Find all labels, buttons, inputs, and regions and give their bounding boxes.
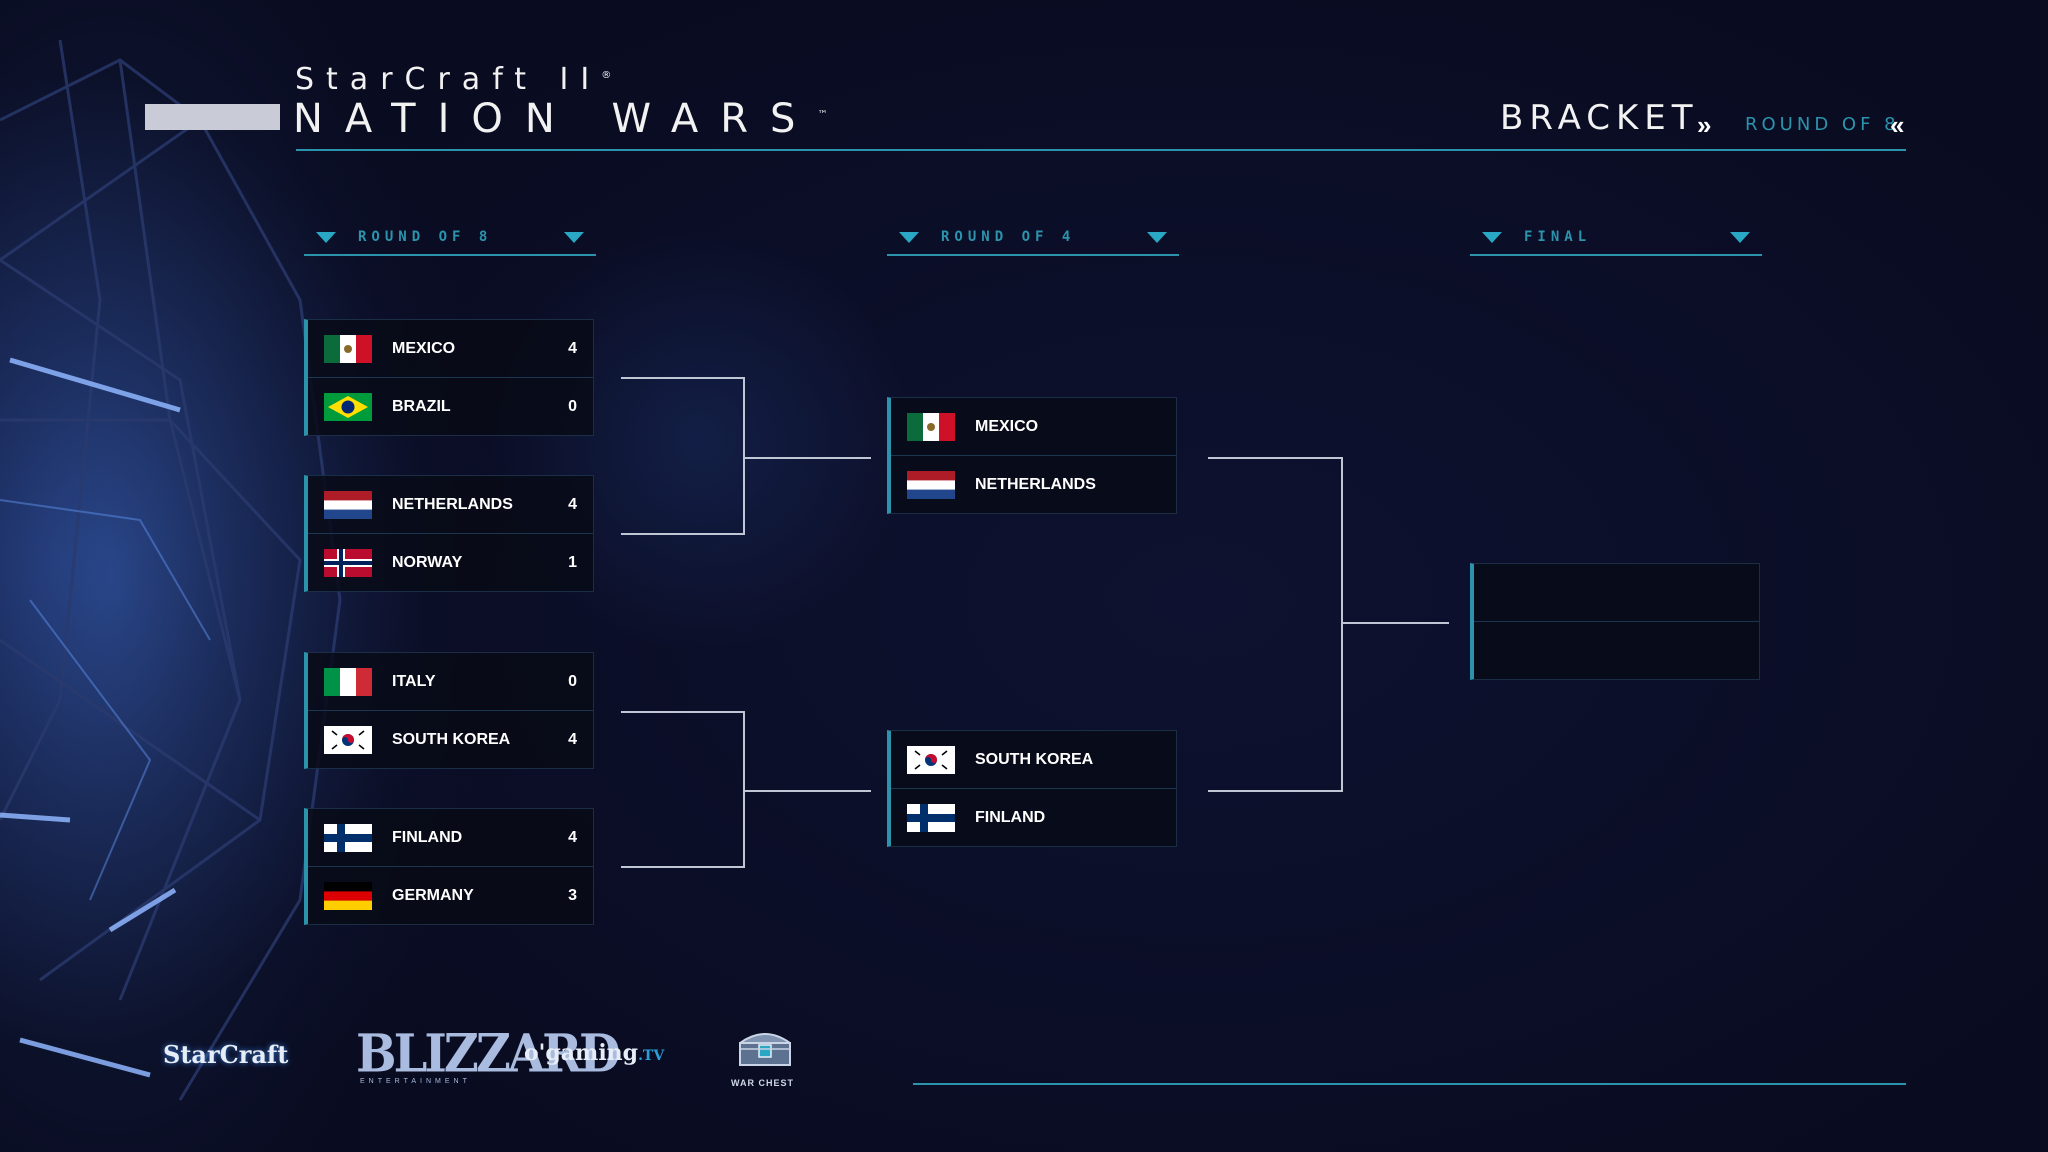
match-team-row: GERMANY 3 bbox=[308, 867, 593, 925]
match-round-of-8-1[interactable]: MEXICO 4 BRAZIL 0 bbox=[304, 319, 594, 436]
bracket-connector bbox=[1341, 457, 1343, 792]
team-name: SOUTH KOREA bbox=[975, 751, 1094, 768]
team-name: NORWAY bbox=[392, 554, 463, 571]
game-title: StarCraft II® bbox=[295, 62, 612, 97]
match-team-row: FINLAND bbox=[891, 789, 1176, 847]
event-title: NATION WARS™ bbox=[293, 96, 828, 142]
match-team-row bbox=[1474, 564, 1759, 622]
bracket-connector bbox=[621, 533, 744, 535]
bracket-connector bbox=[743, 377, 745, 535]
match-round-of-8-4[interactable]: FINLAND 4 GERMANY 3 bbox=[304, 808, 594, 925]
bracket-connector bbox=[621, 866, 744, 868]
flag-netherlands-icon bbox=[907, 471, 955, 499]
match-round-of-4-2[interactable]: SOUTH KOREA FINLAND bbox=[887, 730, 1177, 847]
team-name: FINLAND bbox=[975, 809, 1046, 826]
match-team-row: BRAZIL 0 bbox=[308, 378, 593, 436]
bracket-connector bbox=[743, 711, 745, 868]
blizzard-logo: BLIZZARD bbox=[356, 1023, 621, 1085]
match-round-of-4-1[interactable]: MEXICO NETHERLANDS bbox=[887, 397, 1177, 514]
triangle-down-icon bbox=[1147, 232, 1167, 243]
triangle-down-icon bbox=[564, 232, 584, 243]
team-score: 4 bbox=[568, 731, 577, 748]
section-title: BRACKET bbox=[1500, 98, 1699, 138]
flag-finland-icon bbox=[324, 824, 372, 852]
flag-italy-icon bbox=[324, 668, 372, 696]
title-accent-bar bbox=[145, 104, 280, 130]
team-score: 4 bbox=[568, 496, 577, 513]
column-header-label: ROUND OF 8 bbox=[358, 229, 493, 245]
chevron-right-icon: » bbox=[1697, 110, 1712, 140]
match-team-row: NORWAY 1 bbox=[308, 534, 593, 592]
bracket-connector bbox=[621, 711, 744, 713]
team-score: 4 bbox=[568, 829, 577, 846]
bracket-connector bbox=[743, 457, 871, 459]
column-header-round-of-4[interactable]: ROUND OF 4 bbox=[887, 220, 1179, 256]
match-team-row: MEXICO bbox=[891, 398, 1176, 456]
team-score: 4 bbox=[568, 340, 577, 357]
flag-south-korea-icon bbox=[324, 726, 372, 754]
team-name: MEXICO bbox=[392, 340, 456, 357]
team-name: NETHERLANDS bbox=[392, 496, 513, 513]
match-team-row: FINLAND 4 bbox=[308, 809, 593, 867]
match-team-row: NETHERLANDS bbox=[891, 456, 1176, 514]
blizzard-logo-subtitle: ENTERTAINMENT bbox=[360, 1078, 471, 1085]
flag-mexico-icon bbox=[324, 335, 372, 363]
match-team-row: SOUTH KOREA bbox=[891, 731, 1176, 789]
match-round-of-8-3[interactable]: ITALY 0 SOUTH KOREA 4 bbox=[304, 652, 594, 769]
match-team-row: ITALY 0 bbox=[308, 653, 593, 711]
column-header-label: ROUND OF 4 bbox=[941, 229, 1076, 245]
match-team-row: NETHERLANDS 4 bbox=[308, 476, 593, 534]
current-round-label: ROUND OF 8 bbox=[1745, 114, 1900, 135]
match-round-of-8-2[interactable]: NETHERLANDS 4 NORWAY 1 bbox=[304, 475, 594, 592]
bracket-connector bbox=[1208, 457, 1343, 459]
triangle-down-icon bbox=[1482, 232, 1502, 243]
team-name: NETHERLANDS bbox=[975, 476, 1096, 493]
flag-finland-icon bbox=[907, 804, 955, 832]
match-team-row: SOUTH KOREA 4 bbox=[308, 711, 593, 769]
team-name: SOUTH KOREA bbox=[392, 731, 511, 748]
ogaming-logo: o'gaming.TV bbox=[524, 1040, 665, 1066]
match-team-row: MEXICO 4 bbox=[308, 320, 593, 378]
team-score: 1 bbox=[568, 554, 577, 571]
team-name: ITALY bbox=[392, 673, 436, 690]
column-header-final[interactable]: FINAL bbox=[1470, 220, 1762, 256]
footer-divider bbox=[913, 1083, 1906, 1085]
starcraft-logo: StarCraft bbox=[163, 1040, 289, 1069]
team-name: FINLAND bbox=[392, 829, 463, 846]
flag-netherlands-icon bbox=[324, 491, 372, 519]
war-chest-icon bbox=[739, 1033, 791, 1066]
bracket-connector bbox=[743, 790, 871, 792]
match-final[interactable] bbox=[1470, 563, 1760, 680]
team-name: MEXICO bbox=[975, 418, 1039, 435]
team-name: BRAZIL bbox=[392, 398, 451, 415]
team-score: 3 bbox=[568, 887, 577, 904]
war-chest-label: WAR CHEST bbox=[731, 1078, 794, 1088]
bracket-connector bbox=[1341, 622, 1449, 624]
flag-norway-icon bbox=[324, 549, 372, 577]
flag-mexico-icon bbox=[907, 413, 955, 441]
match-team-row bbox=[1474, 622, 1759, 680]
triangle-down-icon bbox=[316, 232, 336, 243]
header-divider bbox=[296, 149, 1906, 151]
column-header-round-of-8[interactable]: ROUND OF 8 bbox=[304, 220, 596, 256]
flag-south-korea-icon bbox=[907, 746, 955, 774]
team-score: 0 bbox=[568, 398, 577, 415]
flag-brazil-icon bbox=[324, 393, 372, 421]
triangle-down-icon bbox=[1730, 232, 1750, 243]
bracket-connector bbox=[1208, 790, 1343, 792]
bracket-connector bbox=[621, 377, 744, 379]
flag-germany-icon bbox=[324, 882, 372, 910]
triangle-down-icon bbox=[899, 232, 919, 243]
team-score: 0 bbox=[568, 673, 577, 690]
chevron-left-icon: « bbox=[1890, 110, 1905, 140]
team-name: GERMANY bbox=[392, 887, 474, 904]
column-header-label: FINAL bbox=[1524, 229, 1592, 245]
